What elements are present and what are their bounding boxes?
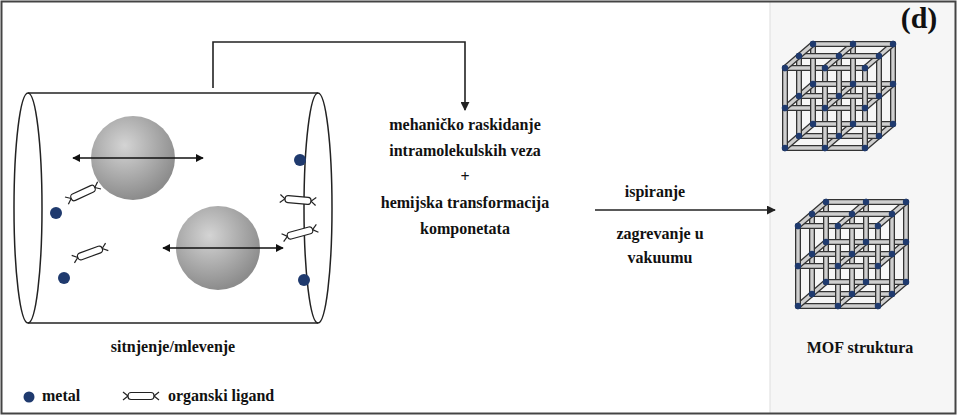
node-text: mehaničko raskidanje intramolekulskih ve… [365,112,565,164]
process-text: mehaničko raskidanje intramolekulskih ve… [365,112,565,242]
node-text: + [365,164,565,190]
legend-item: organski ligand [120,386,274,406]
legend-text: metal [42,387,80,405]
legend-text: organski ligand [168,387,274,405]
panel-divider [770,2,771,413]
ball-mill-drawing [8,88,338,333]
process-arrow [213,42,465,110]
mill-wall [28,92,318,94]
panel-letter: (d) [885,0,953,36]
ball-mill: sitnjenje/mlevenje [8,88,338,360]
mof-structure: MOF struktura [770,30,950,365]
mof-lattice [795,199,909,309]
ligand-symbol [282,224,319,241]
metal-dot [50,207,62,219]
node-text: MOF struktura [770,335,950,361]
metal-sample [22,386,36,406]
metal-dot [58,272,70,284]
process-arrow [595,209,775,211]
motion-arrow [73,157,203,159]
step-label: ispiranje [600,180,710,204]
metal-dot [294,154,306,166]
mof-structure-drawing [770,30,950,330]
motion-arrow [163,247,283,249]
node-text: sitnjenje/mlevenje [8,334,338,360]
step-label: zagrevanje u vakuumu [600,222,720,270]
mof-lattice [782,41,896,151]
ligand-symbol [72,243,109,263]
metal-dot [298,274,310,286]
panel-ground [770,2,955,413]
ligand-sample [120,386,162,406]
ligand-symbol [123,392,159,400]
ligand-symbol [65,182,101,204]
mill-end [304,93,332,323]
ligand-symbol [280,194,317,205]
legend-item: metal [22,386,80,406]
mill-end [14,93,42,323]
node-text: hemijska transformacija komponetata [365,190,565,242]
mill-wall [28,322,318,324]
